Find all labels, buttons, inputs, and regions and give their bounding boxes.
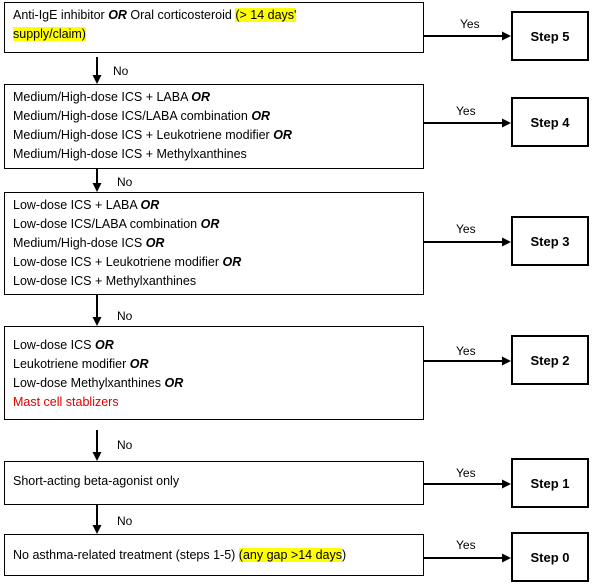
or-keyword: OR <box>94 338 114 352</box>
condition-line: Mast cell stablizers <box>13 393 415 412</box>
arrowhead-down <box>92 317 102 326</box>
condition-text: Medium/High-dose ICS/LABA combination <box>13 109 252 123</box>
no-label: No <box>117 309 133 323</box>
or-keyword: OR <box>251 109 271 123</box>
or-keyword: OR <box>108 8 127 22</box>
condition-text: Low-dose ICS + LABA <box>13 198 141 212</box>
condition-line: supply/claim) <box>13 25 415 44</box>
condition-text: Anti-IgE inhibitor <box>13 8 109 22</box>
condition-line: Medium/High-dose ICS/LABA combination OR <box>13 107 415 126</box>
arrowhead-right <box>502 356 511 366</box>
highlighted-text: supply/claim) <box>13 27 86 41</box>
step-box-4: Step 4 <box>511 97 589 147</box>
or-keyword: OR <box>200 217 220 231</box>
arrowhead-down <box>92 183 102 192</box>
condition-text: Medium/High-dose ICS + Leukotriene modif… <box>13 128 274 142</box>
condition-line: Medium/High-dose ICS + Methylxanthines <box>13 145 415 164</box>
condition-text: Low-dose ICS + Leukotriene modifier <box>13 255 223 269</box>
highlighted-text: (any gap >14 days <box>238 548 342 562</box>
condition-text: Medium/High-dose ICS <box>13 236 146 250</box>
condition-box-step5: Anti-IgE inhibitor OR Oral corticosteroi… <box>4 2 424 53</box>
step-box-2: Step 2 <box>511 335 589 385</box>
arrowhead-down <box>92 525 102 534</box>
condition-text: Low-dose ICS + Methylxanthines <box>13 274 197 288</box>
arrowhead-right <box>502 479 511 489</box>
or-keyword: OR <box>145 236 165 250</box>
condition-text: Low-dose ICS/LABA combination <box>13 217 201 231</box>
yes-label: Yes <box>460 17 480 31</box>
yes-label: Yes <box>456 538 476 552</box>
condition-line: Low-dose Methylxanthines OR <box>13 374 415 393</box>
yes-label: Yes <box>456 466 476 480</box>
condition-line: Low-dose ICS + Leukotriene modifier OR <box>13 253 415 272</box>
no-label: No <box>117 514 133 528</box>
condition-line: Low-dose ICS + LABA OR <box>13 196 415 215</box>
condition-line: Leukotriene modifier OR <box>13 355 415 374</box>
arrowhead-down <box>92 452 102 461</box>
condition-line: Low-dose ICS/LABA combination OR <box>13 215 415 234</box>
or-keyword: OR <box>164 376 184 390</box>
condition-text: ) <box>342 548 347 562</box>
condition-box-step1: Short-acting beta-agonist only <box>4 461 424 505</box>
or-keyword: OR <box>140 198 160 212</box>
condition-line: Medium/High-dose ICS OR <box>13 234 415 253</box>
condition-line: Short-acting beta-agonist only <box>13 472 415 491</box>
condition-text: Medium/High-dose ICS + Methylxanthines <box>13 147 247 161</box>
or-keyword: OR <box>129 357 149 371</box>
condition-text: Short-acting beta-agonist only <box>13 474 180 488</box>
yes-label: Yes <box>456 344 476 358</box>
yes-label: Yes <box>456 104 476 118</box>
step-box-5: Step 5 <box>511 11 589 61</box>
arrowhead-right <box>502 118 511 128</box>
step-box-3: Step 3 <box>511 216 589 266</box>
no-label: No <box>117 438 133 452</box>
condition-line: Medium/High-dose ICS + LABA OR <box>13 88 415 107</box>
step-box-0: Step 0 <box>511 532 589 582</box>
condition-line: No asthma-related treatment (steps 1-5) … <box>13 546 415 565</box>
highlighted-text: (> 14 days' <box>235 8 297 22</box>
arrowhead-down <box>92 75 102 84</box>
condition-box-step4: Medium/High-dose ICS + LABA OR Medium/Hi… <box>4 84 424 169</box>
condition-box-step3: Low-dose ICS + LABA OR Low-dose ICS/LABA… <box>4 192 424 295</box>
condition-text: No asthma-related treatment (steps 1-5) <box>13 548 239 562</box>
no-label: No <box>113 64 129 78</box>
red-text: Mast cell stablizers <box>13 395 119 409</box>
condition-line: Anti-IgE inhibitor OR Oral corticosteroi… <box>13 6 415 25</box>
arrowhead-right <box>502 31 511 41</box>
condition-line: Low-dose ICS OR <box>13 336 415 355</box>
condition-text: Low-dose ICS <box>13 338 95 352</box>
no-label: No <box>117 175 133 189</box>
or-keyword: OR <box>191 90 210 104</box>
step-box-1: Step 1 <box>511 458 589 508</box>
condition-line: Low-dose ICS + Methylxanthines <box>13 272 415 291</box>
condition-box-step2: Low-dose ICS OR Leukotriene modifier OR … <box>4 326 424 420</box>
or-keyword: OR <box>273 128 292 142</box>
or-keyword: OR <box>222 255 242 269</box>
condition-line: Medium/High-dose ICS + Leukotriene modif… <box>13 126 415 145</box>
condition-text: Low-dose Methylxanthines <box>13 376 165 390</box>
condition-text: Medium/High-dose ICS + LABA <box>13 90 192 104</box>
arrowhead-right <box>502 237 511 247</box>
condition-box-step0: No asthma-related treatment (steps 1-5) … <box>4 534 424 576</box>
condition-text: Leukotriene modifier <box>13 357 130 371</box>
yes-label: Yes <box>456 222 476 236</box>
condition-text: Oral corticosteroid <box>126 8 236 22</box>
arrowhead-right <box>502 553 511 563</box>
